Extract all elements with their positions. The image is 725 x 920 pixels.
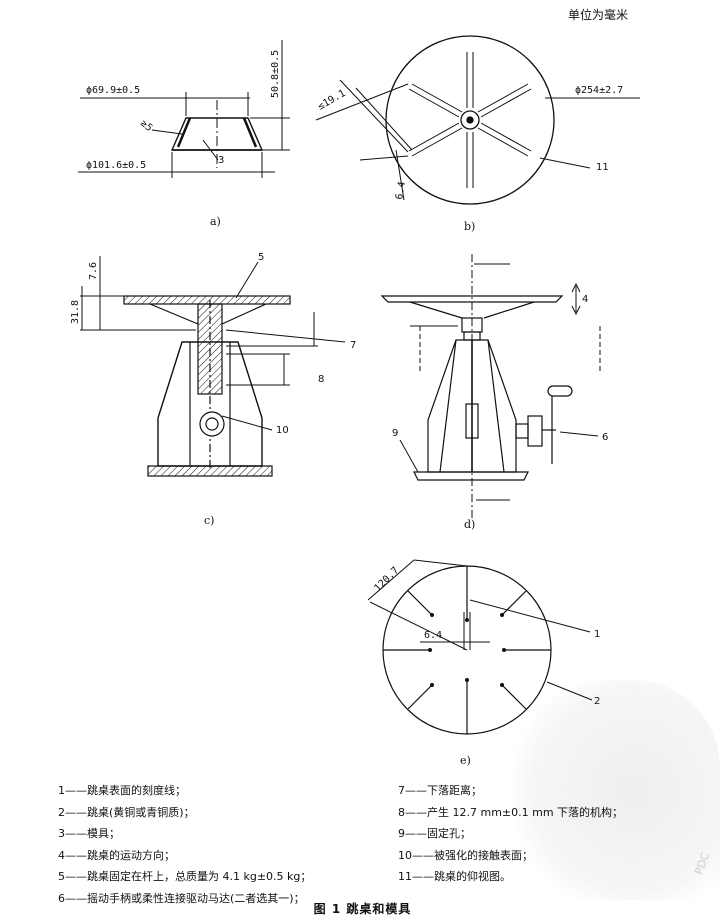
watermark-stamp: PDC (505, 680, 720, 900)
callout-e-1: 1 (594, 629, 600, 640)
legend-item: 7——下落距离； (398, 784, 482, 797)
legend-item: 3——模具； (58, 827, 120, 840)
callout-a-3: 3 (218, 155, 224, 166)
figure-e-markers (428, 613, 506, 687)
legend-item: 5——跳桌固定在杆上，总质量为 4.1 kg±0.5 kg； (58, 870, 312, 883)
callout-d-6: 6 (602, 432, 608, 443)
dim-a-bottom-diameter: ϕ101.6±0.5 (86, 160, 146, 171)
label-e: e) (460, 754, 471, 767)
callout-e-2: 2 (594, 696, 600, 707)
callout-c-10: 10 (276, 425, 289, 436)
callout-c-7: 7 (350, 340, 356, 351)
unit-note: 单位为毫米 (568, 8, 629, 22)
callout-b-11: 11 (596, 162, 609, 173)
dim-b-outer-diameter: ϕ254±2.7 (575, 85, 623, 96)
figure-caption: 图 1 跳桌和模具 (313, 902, 412, 916)
dim-e-radius: 120.7 (372, 565, 401, 594)
callout-c-5: 5 (258, 252, 264, 263)
legend-item: 9——固定孔； (398, 827, 471, 840)
dim-b-spoke-width: 6.4 (394, 181, 408, 201)
technical-drawing: ϕ69.9±0.5 50.8±0.5 ϕ101.6±0.5 ≥5 3 a) ≤1… (70, 35, 640, 767)
dim-c-height: 31.8 (70, 300, 81, 324)
figure-a-mold (78, 40, 290, 178)
dim-c-top-thickness: 7.6 (88, 262, 99, 280)
figure-b-bottom-view (315, 35, 640, 205)
legend-left: 1——跳桌表面的刻度线； 2——跳桌(黄铜或青铜质)； 3——模具； 4——跳桌… (58, 780, 388, 909)
legend-item: 11——跳桌的仰视图。 (398, 870, 511, 883)
callout-d-9: 9 (392, 428, 398, 439)
figure-e-top-view (367, 559, 593, 735)
figure-c-section (80, 256, 346, 477)
label-d: d) (464, 518, 475, 531)
dim-a-top-diameter: ϕ69.9±0.5 (86, 85, 140, 96)
label-c: c) (204, 514, 214, 527)
dim-b-spoke-spacing: ≤19.1 (316, 88, 348, 113)
legend-item: 6——摇动手柄或柔性连接驱动马达(二者选其一)； (58, 891, 305, 905)
legend-item: 1——跳桌表面的刻度线； (58, 784, 186, 797)
legend-item: 4——跳桌的运动方向； (58, 848, 175, 862)
legend-item: 8——产生 12.7 mm±0.1 mm 下落的机构； (398, 805, 624, 819)
callout-d-4: 4 (582, 294, 588, 305)
dim-a-height: 50.8±0.5 (270, 50, 281, 98)
dim-e-slot-width: 6.4 (424, 630, 442, 641)
legend-item: 2——跳桌(黄铜或青铜质)； (58, 805, 195, 819)
legend-right: 7——下落距离； 8——产生 12.7 mm±0.1 mm 下落的机构； 9——… (398, 780, 718, 888)
dim-a-wall: ≥5 (138, 118, 154, 134)
figure-d-front-view (380, 254, 601, 520)
callout-c-8: 8 (318, 374, 324, 385)
label-b: b) (464, 220, 475, 233)
legend-item: 10——被强化的接触表面； (398, 848, 533, 862)
label-a: a) (210, 215, 221, 228)
